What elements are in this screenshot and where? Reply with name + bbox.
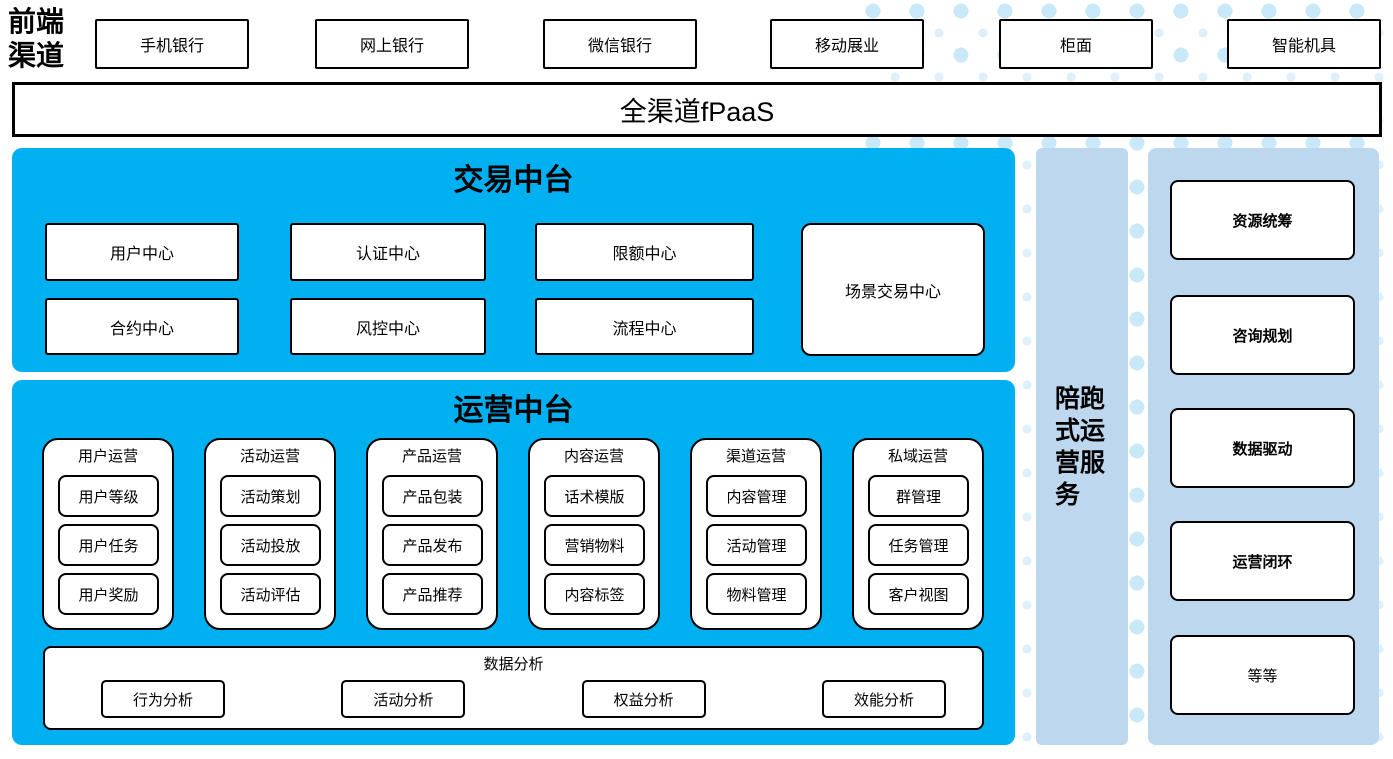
fpaas-bar: 全渠道fPaaS	[12, 82, 1382, 137]
ops-item: 话术模版	[544, 475, 645, 517]
transaction-platform-section: 交易中台 用户中心 认证中心 限额中心 合约中心 风控中心 流程中心 场景交易中…	[12, 148, 1015, 372]
ops-column-header: 产品运营	[401, 448, 462, 465]
panel-box-resource-coordination: 资源统筹	[1170, 180, 1355, 260]
ops-column-header: 渠道运营	[725, 448, 786, 465]
ops-item: 内容标签	[544, 573, 645, 615]
operations-platform-title: 运营中台	[453, 394, 574, 427]
center-box-risk-control: 风控中心	[290, 298, 486, 355]
ops-column-channel-operations: 渠道运营 内容管理 活动管理 物料管理	[690, 438, 822, 630]
channel-box-online-banking: 网上银行	[315, 19, 469, 69]
data-analysis-row: 行为分析 活动分析 权益分析 效能分析	[45, 680, 982, 718]
service-capabilities-panel: 资源统筹 咨询规划 数据驱动 运营闭环 等等	[1148, 148, 1379, 745]
ops-item: 产品推荐	[382, 573, 483, 615]
center-box-process: 流程中心	[535, 298, 754, 355]
channel-label: 网上银行	[359, 38, 424, 55]
channel-label: 智能机具	[1271, 38, 1336, 55]
ops-column-user-operations: 用户运营 用户等级 用户任务 用户奖励	[42, 438, 174, 630]
ops-column-private-domain-operations: 私域运营 群管理 任务管理 客户视图	[852, 438, 984, 630]
ops-item: 用户任务	[58, 524, 159, 566]
ops-column-header: 用户运营	[77, 448, 138, 465]
ops-column-header: 活动运营	[239, 448, 300, 465]
channel-box-smart-machines: 智能机具	[1227, 19, 1381, 69]
fpaas-label: 全渠道fPaaS	[619, 97, 775, 127]
channel-box-counter: 柜面	[999, 19, 1153, 69]
accompanying-service-label: 陪跑式运营服务	[1055, 384, 1106, 509]
panel-box-data-driven: 数据驱动	[1170, 408, 1355, 488]
ops-item: 产品发布	[382, 524, 483, 566]
panel-box-etc: 等等	[1170, 635, 1355, 715]
ops-item: 用户等级	[58, 475, 159, 517]
ops-item: 活动评估	[220, 573, 321, 615]
channel-box-wechat-banking: 微信银行	[543, 19, 697, 69]
ops-item: 营销物料	[544, 524, 645, 566]
analysis-box-behavior: 行为分析	[101, 680, 225, 718]
data-analysis-container: 数据分析 行为分析 活动分析 权益分析 效能分析	[43, 646, 984, 730]
channel-box-mobile-business: 移动展业	[770, 19, 924, 69]
ops-item: 活动策划	[220, 475, 321, 517]
ops-item: 产品包装	[382, 475, 483, 517]
ops-column-product-operations: 产品运营 产品包装 产品发布 产品推荐	[366, 438, 498, 630]
ops-item: 任务管理	[868, 524, 969, 566]
panel-box-operations-closed-loop: 运营闭环	[1170, 521, 1355, 601]
front-channels-label: 前端渠道	[8, 7, 65, 72]
accompanying-service-bar: 陪跑式运营服务	[1036, 148, 1128, 745]
data-analysis-title: 数据分析	[483, 656, 544, 673]
center-box-scenario-transaction: 场景交易中心	[801, 223, 985, 356]
ops-item: 活动管理	[706, 524, 807, 566]
ops-column-header: 内容运营	[563, 448, 624, 465]
center-box-limit: 限额中心	[535, 223, 754, 281]
analysis-box-activity: 活动分析	[341, 680, 466, 718]
operations-columns: 用户运营 用户等级 用户任务 用户奖励 活动运营 活动策划 活动投放 活动评估 …	[42, 438, 984, 630]
ops-item: 内容管理	[706, 475, 807, 517]
center-box-authentication: 认证中心	[290, 223, 486, 281]
panel-box-consulting-planning: 咨询规划	[1170, 295, 1355, 375]
channel-label: 柜面	[1059, 38, 1092, 55]
ops-item: 物料管理	[706, 573, 807, 615]
center-box-contract: 合约中心	[45, 298, 239, 355]
ops-item: 群管理	[868, 475, 969, 517]
ops-column-activity-operations: 活动运营 活动策划 活动投放 活动评估	[204, 438, 336, 630]
analysis-box-efficiency: 效能分析	[821, 680, 946, 718]
channel-label: 手机银行	[139, 38, 204, 55]
ops-column-header: 私域运营	[887, 448, 948, 465]
ops-item: 客户视图	[868, 573, 969, 615]
ops-column-content-operations: 内容运营 话术模版 营销物料 内容标签	[528, 438, 660, 630]
analysis-box-rights: 权益分析	[581, 680, 706, 718]
channel-label: 微信银行	[587, 38, 652, 55]
channel-label: 移动展业	[814, 38, 879, 55]
ops-item: 活动投放	[220, 524, 321, 566]
operations-platform-section: 运营中台 用户运营 用户等级 用户任务 用户奖励 活动运营 活动策划 活动投放 …	[12, 380, 1015, 745]
channel-box-mobile-banking: 手机银行	[95, 19, 249, 69]
center-box-user: 用户中心	[45, 223, 239, 281]
transaction-platform-title: 交易中台	[453, 164, 574, 197]
ops-item: 用户奖励	[58, 573, 159, 615]
